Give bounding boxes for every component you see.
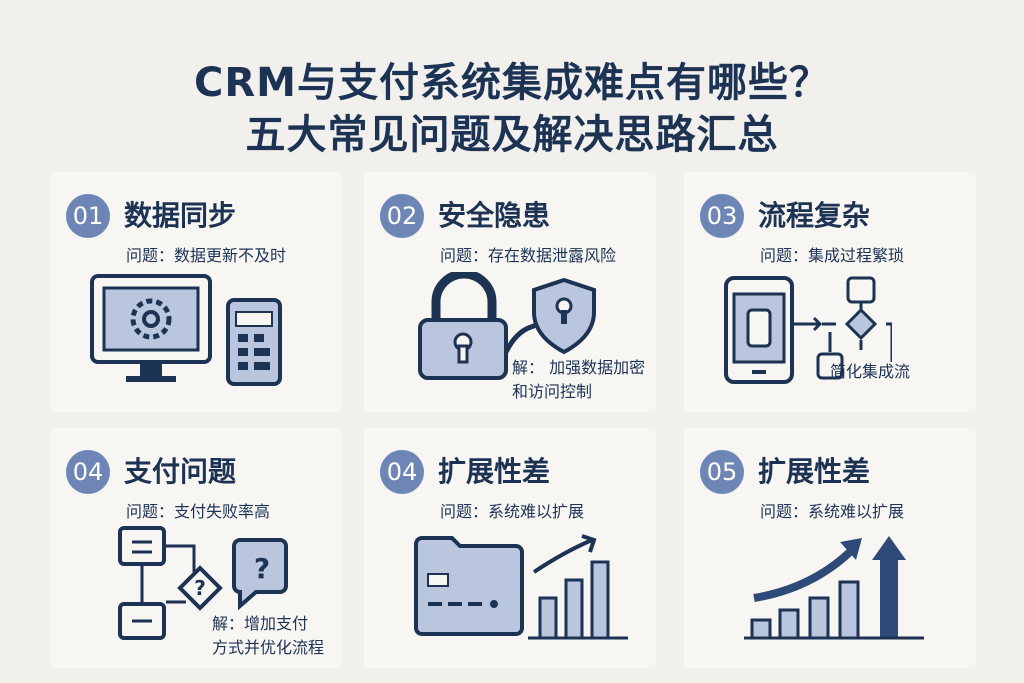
card-payment: 04 支付问题 问题：支付失败率高 ? ? 解：增加支付 方式并优化流程 [50,428,342,668]
phone-flowchart-icon [724,276,892,384]
card-heading: 流程复杂 [758,199,871,232]
page-subtitle: 五大常见问题及解决思路汇总 [245,112,779,158]
card-scalability: 04 扩展性差 问题：系统难以扩展 [364,428,656,668]
card-problem: 问题：支付失败率高 [126,502,271,521]
card-problem: 问题：存在数据泄露风险 [440,246,617,265]
card-heading: 扩展性差 [438,455,551,488]
card-scalability-2: 05 扩展性差 问题：系统难以扩展 [684,428,976,668]
monitor-gear-calculator-icon [90,274,282,386]
card-problem: 问题：系统难以扩展 [760,502,905,521]
card-heading: 数据同步 [124,199,237,232]
card-heading: 扩展性差 [758,455,871,488]
card-solution: 简化集成流 [830,362,911,381]
card-problem: 问题：集成过程繁琐 [760,246,905,265]
lock-chain-shield-icon [418,272,596,380]
card-heading: 支付问题 [124,455,237,488]
card-number: 02 [380,194,424,238]
svg-text:?: ? [254,552,270,585]
card-number: 04 [380,450,424,494]
page-title: CRM与支付系统集成难点有哪些？ [194,60,830,106]
card-number: 05 [700,450,744,494]
flowchart-question-icon: ? ? [118,526,288,640]
card-data-sync: 01 数据同步 问题：数据更新不及时 [50,172,342,412]
card-number: 03 [700,194,744,238]
card-solution-cont: 和访问控制 [512,382,593,401]
card-security: 02 安全隐患 问题：存在数据泄露风险 解： 加强数据加密 和访问控制 [364,172,656,412]
card-problem: 问题：系统难以扩展 [440,502,585,521]
card-problem: 问题：数据更新不及时 [126,246,287,265]
growth-bars-arrow-icon [744,536,924,640]
card-heading: 安全隐患 [438,199,551,232]
card-number: 01 [66,194,110,238]
card-solution: 解： 加强数据加密 [512,358,646,377]
card-process: 03 流程复杂 问题：集成过程繁琐 简化集成流 [684,172,976,412]
card-solution: 解：增加支付 [212,614,309,633]
card-growth-chart-icon [414,534,628,640]
card-number: 04 [66,450,110,494]
card-solution-cont: 方式并优化流程 [212,638,325,657]
svg-text:?: ? [194,576,206,600]
